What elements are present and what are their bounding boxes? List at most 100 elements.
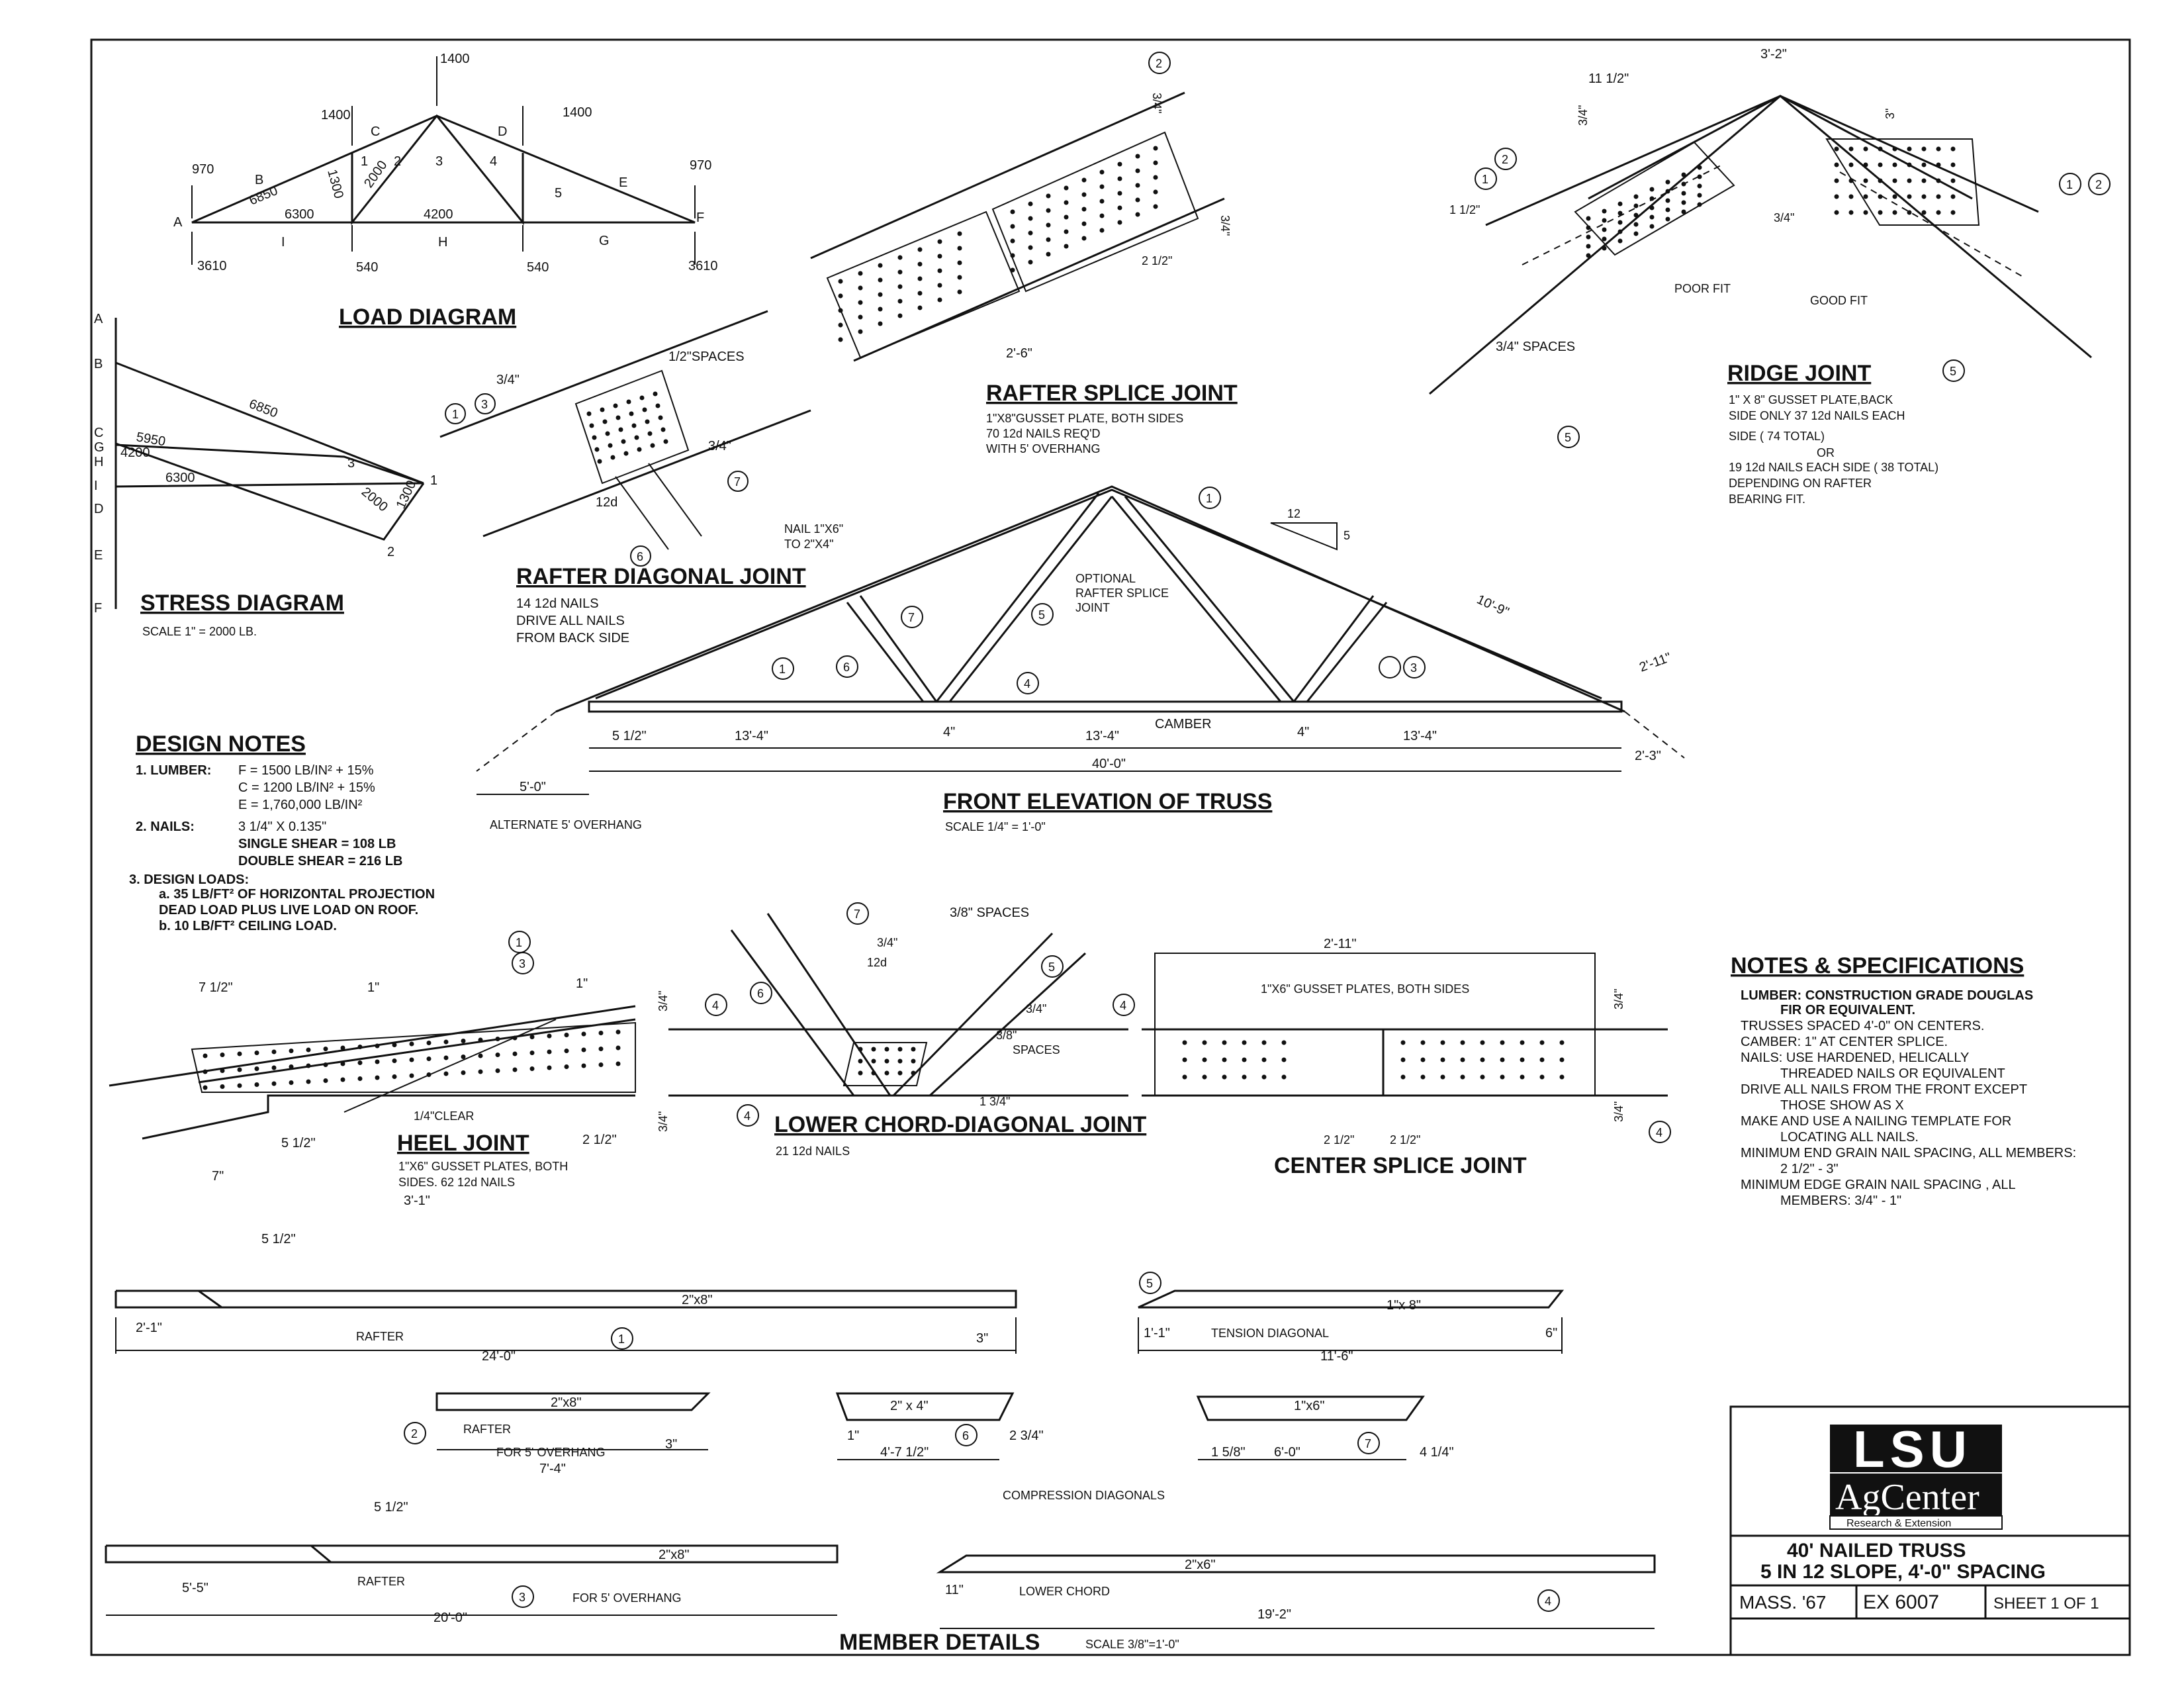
front-elevation: 12 5 OPTIONAL RAFTER SPLICE JOINT CAMBER… xyxy=(476,485,1685,833)
title-line-2: 5 IN 12 SLOPE, 4'-0" SPACING xyxy=(1760,1561,2046,1583)
panel-3: 3 xyxy=(435,154,443,169)
csj-dim-4: 2 1/2" xyxy=(1324,1133,1354,1147)
fe-dim-4: 13'-4" xyxy=(1085,729,1119,743)
nail-mark xyxy=(1586,216,1591,221)
nail-mark xyxy=(1834,162,1839,167)
stress-6850: 6850 xyxy=(247,397,279,420)
nail-mark xyxy=(615,1029,621,1035)
nail-mark xyxy=(871,1070,876,1076)
fe-circle-7: 7 xyxy=(908,611,915,624)
md-td-length: 11'-6" xyxy=(1320,1349,1353,1364)
dn-nails-2: SINGLE SHEAR = 108 LB xyxy=(238,837,396,851)
nail-mark xyxy=(1099,169,1105,175)
nail-mark xyxy=(1500,1074,1505,1080)
nail-mark xyxy=(1028,216,1033,221)
nail-mark xyxy=(937,254,942,259)
nail-mark xyxy=(1665,189,1670,194)
nail-mark xyxy=(443,1039,449,1045)
ns-line-4: CAMBER: 1" AT CENTER SPLICE. xyxy=(1741,1035,1948,1049)
nail-mark xyxy=(937,283,942,288)
lcdj-circle-4a: 4 xyxy=(712,999,719,1012)
nail-mark xyxy=(426,1072,432,1077)
rj-dim-6: 3/4" xyxy=(1774,211,1794,224)
nail-mark xyxy=(1010,238,1015,244)
nail-mark xyxy=(663,439,668,444)
md-c7-left: 1 5/8" xyxy=(1211,1445,1246,1460)
nail-mark xyxy=(1261,1040,1267,1045)
member-details: 2"x8" RAFTER 24'-0" 2'-1" 3" 5 1/2" 1 2"… xyxy=(105,1232,1656,1655)
nail-mark xyxy=(1099,199,1105,204)
nail-mark xyxy=(1649,205,1655,211)
nail-mark xyxy=(529,1051,535,1055)
nail-mark xyxy=(1539,1040,1545,1045)
nail-mark xyxy=(1261,1074,1267,1080)
lcdj-note-1: 21 12d NAILS xyxy=(776,1145,850,1158)
nail-mark xyxy=(1440,1057,1445,1062)
dn-nails-label: 2. NAILS: xyxy=(136,820,195,834)
nail-mark xyxy=(1633,203,1639,209)
nail-mark xyxy=(1182,1040,1187,1045)
stress-letter-f: F xyxy=(94,601,102,616)
rafter-diagonal-joint: 3/4" 1/2"SPACES 3/4" 12d NAIL 1"X6" TO 2… xyxy=(439,310,843,645)
nail-mark xyxy=(937,297,942,303)
nail-mark xyxy=(392,1043,397,1047)
nail-mark xyxy=(621,439,626,444)
rdj-dim-3: 3/4" xyxy=(708,439,731,453)
nail-mark xyxy=(375,1059,380,1064)
nail-mark xyxy=(1135,154,1140,159)
md-r3-length: 20'-0" xyxy=(433,1611,467,1625)
nail-mark xyxy=(1602,209,1607,214)
fe-dim-6: 13'-4" xyxy=(1403,729,1437,743)
nail-mark xyxy=(858,1047,863,1052)
member-4200: 4200 xyxy=(424,207,453,222)
load-left: 1400 xyxy=(321,108,351,122)
md-lc-length: 19'-2" xyxy=(1257,1607,1291,1622)
md-r3-size: 2"x8" xyxy=(659,1548,689,1562)
nail-mark xyxy=(1520,1074,1525,1080)
md-c7-circle: 7 xyxy=(1365,1437,1371,1450)
fe-dim-2: 13'-4" xyxy=(735,729,768,743)
fe-alt-overhang: ALTERNATE 5' OVERHANG xyxy=(490,818,642,831)
hj-dim-7: 7" xyxy=(212,1169,224,1184)
nail-mark xyxy=(323,1047,328,1051)
nail-mark xyxy=(623,451,629,456)
stress-letter-e: E xyxy=(94,548,103,563)
dn-loads-3: b. 10 LB/FT² CEILING LOAD. xyxy=(159,919,337,933)
nail-mark xyxy=(660,427,666,432)
nail-mark xyxy=(1202,1057,1207,1062)
ns-line-12: 2 1/2" - 3" xyxy=(1780,1162,1839,1176)
nail-mark xyxy=(1400,1040,1406,1045)
nail-mark xyxy=(1697,174,1702,179)
nail-mark xyxy=(858,314,863,320)
nail-mark xyxy=(237,1067,242,1072)
nail-mark xyxy=(1099,184,1105,189)
nail-mark xyxy=(1153,146,1158,151)
load-end-right: 970 xyxy=(690,158,711,173)
nail-mark xyxy=(618,427,623,432)
hj-note-2: SIDES. 62 12d NAILS xyxy=(398,1176,515,1189)
rsj-note-3: WITH 5' OVERHANG xyxy=(986,442,1100,455)
rsj-dim-1: 2'-6" xyxy=(1006,346,1032,361)
nail-mark xyxy=(512,1051,518,1056)
nail-mark xyxy=(615,1061,621,1066)
nail-mark xyxy=(897,255,903,260)
hj-note-1: 1"X6" GUSSET PLATES, BOTH xyxy=(398,1160,568,1173)
nail-mark xyxy=(1460,1057,1465,1062)
nail-mark xyxy=(254,1066,259,1071)
dn-nails-1: 3 1/4" X 0.135" xyxy=(238,820,326,834)
md-r1-circle: 1 xyxy=(618,1333,625,1346)
nail-mark xyxy=(1665,179,1670,185)
nail-mark xyxy=(1028,245,1033,250)
nail-mark xyxy=(1440,1040,1445,1045)
front-elevation-scale: SCALE 1/4" = 1'-0" xyxy=(945,820,1046,833)
title-ex: EX 6007 xyxy=(1863,1591,1939,1613)
nail-mark xyxy=(838,308,843,313)
rj-circle-6: 5 xyxy=(1565,431,1571,444)
lcdj-dim-6: SPACES xyxy=(1013,1043,1060,1056)
stress-letter-i: I xyxy=(94,479,98,493)
nail-mark xyxy=(1950,162,1956,167)
nail-mark xyxy=(254,1082,259,1087)
nail-mark xyxy=(1559,1057,1565,1062)
nail-mark xyxy=(1242,1040,1247,1045)
nail-mark xyxy=(1950,146,1956,152)
